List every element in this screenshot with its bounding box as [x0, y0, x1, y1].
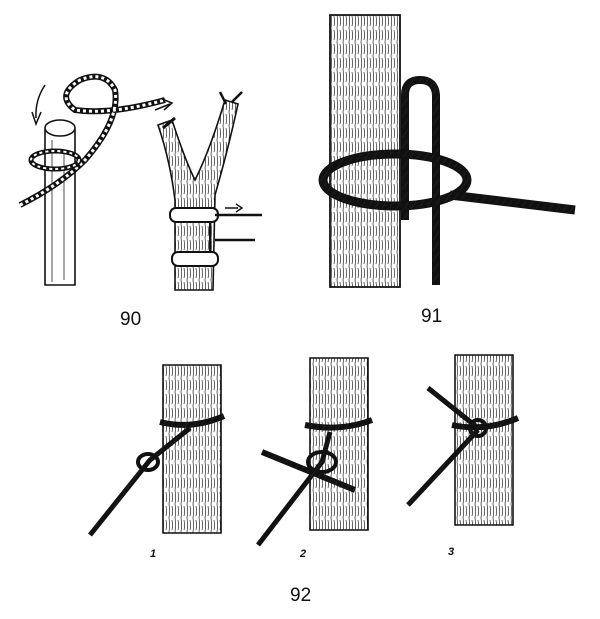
figure-90-stake — [20, 77, 172, 285]
figure-92-step-3-number: 3 — [448, 546, 455, 558]
figure-92-step-3 — [408, 355, 518, 525]
figure-92-step-1 — [90, 365, 224, 535]
figure-92-step-2-number: 2 — [300, 548, 307, 560]
figure-90-number: 90 — [120, 309, 142, 330]
figure-91-number: 91 — [421, 306, 443, 327]
figure-90-branch — [158, 92, 262, 290]
figure-92-step-1-number: 1 — [150, 548, 157, 560]
figure-91-post — [323, 15, 575, 287]
figure-92-number: 92 — [290, 585, 312, 606]
figure-92-step-2 — [258, 358, 372, 545]
